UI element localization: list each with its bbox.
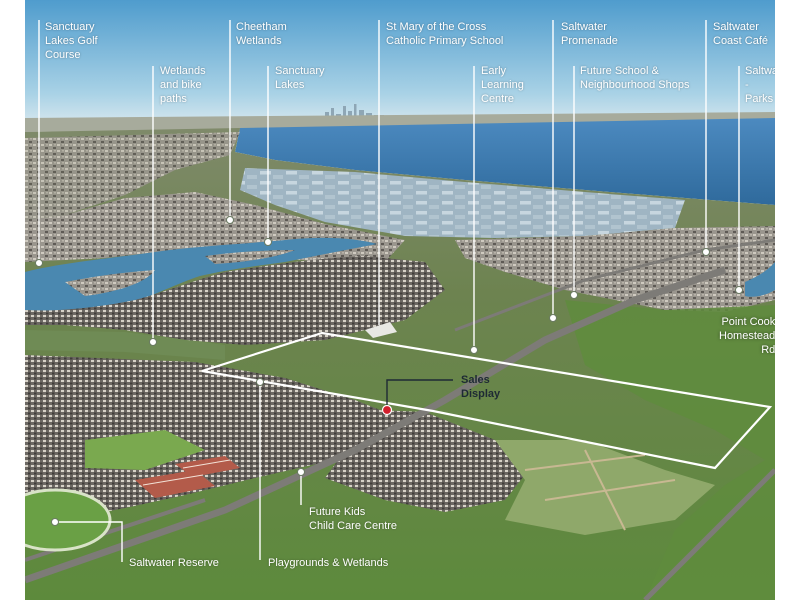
port-phillip-bay [235, 118, 775, 205]
label-saltwater-reserve: Saltwater Reserve [129, 557, 219, 569]
distant-suburbs [25, 132, 240, 220]
suburb-foreground [25, 355, 405, 525]
label-wetlands-bike-paths: Wetlands and bike paths [160, 65, 206, 105]
label-point-cook: Point Cook Homestead Rd [719, 316, 775, 356]
label-saltwater-parks: Saltwa - Parks [745, 65, 775, 105]
label-sanctuary-lakes: Sanctuary Lakes [275, 65, 325, 91]
estate-boundary [201, 331, 773, 470]
suburb-lakes-south [25, 256, 445, 345]
sports-oval [25, 488, 112, 552]
reserve-park [85, 430, 205, 470]
leader-dots [35, 216, 743, 526]
label-sales-display: Sales Display [461, 374, 501, 400]
label-saltwater-promenade: Saltwater Promenade [561, 21, 618, 47]
sky [25, 0, 775, 125]
lake-islands [65, 250, 295, 296]
lot-lines [524, 449, 676, 531]
label-future-school: Future School & Neighbourhood Shops [580, 65, 690, 91]
label-st-mary-school: St Mary of the Cross Catholic Primary Sc… [386, 21, 504, 47]
tennis-courts [135, 456, 240, 498]
development-lots [495, 440, 715, 535]
label-golf-course: Sanctuary Lakes Golf Course [45, 21, 98, 61]
sales-display-marker [381, 404, 393, 416]
sanctuary-lakes-water [25, 237, 377, 312]
suburb-east [455, 226, 775, 312]
label-kids-child-care: Future Kids Child Care Centre [309, 506, 398, 532]
label-playgrounds-wetlands: Playgrounds & Wetlands [268, 557, 389, 569]
sales-leader [386, 379, 453, 410]
aerial-photo [25, 0, 775, 600]
label-cheetham-wetlands: Cheetham Wetlands [236, 21, 287, 47]
label-saltwater-cafe: Saltwater Coast Café [713, 21, 769, 47]
wetland-strip [25, 330, 225, 360]
aerial-map: Sanctuary Lakes Golf Course Cheetham Wet… [25, 0, 775, 600]
creek [745, 262, 775, 297]
label-early-learning: Early Learning Centre [481, 65, 524, 105]
school-building [365, 322, 397, 338]
leader-lines [38, 20, 740, 562]
